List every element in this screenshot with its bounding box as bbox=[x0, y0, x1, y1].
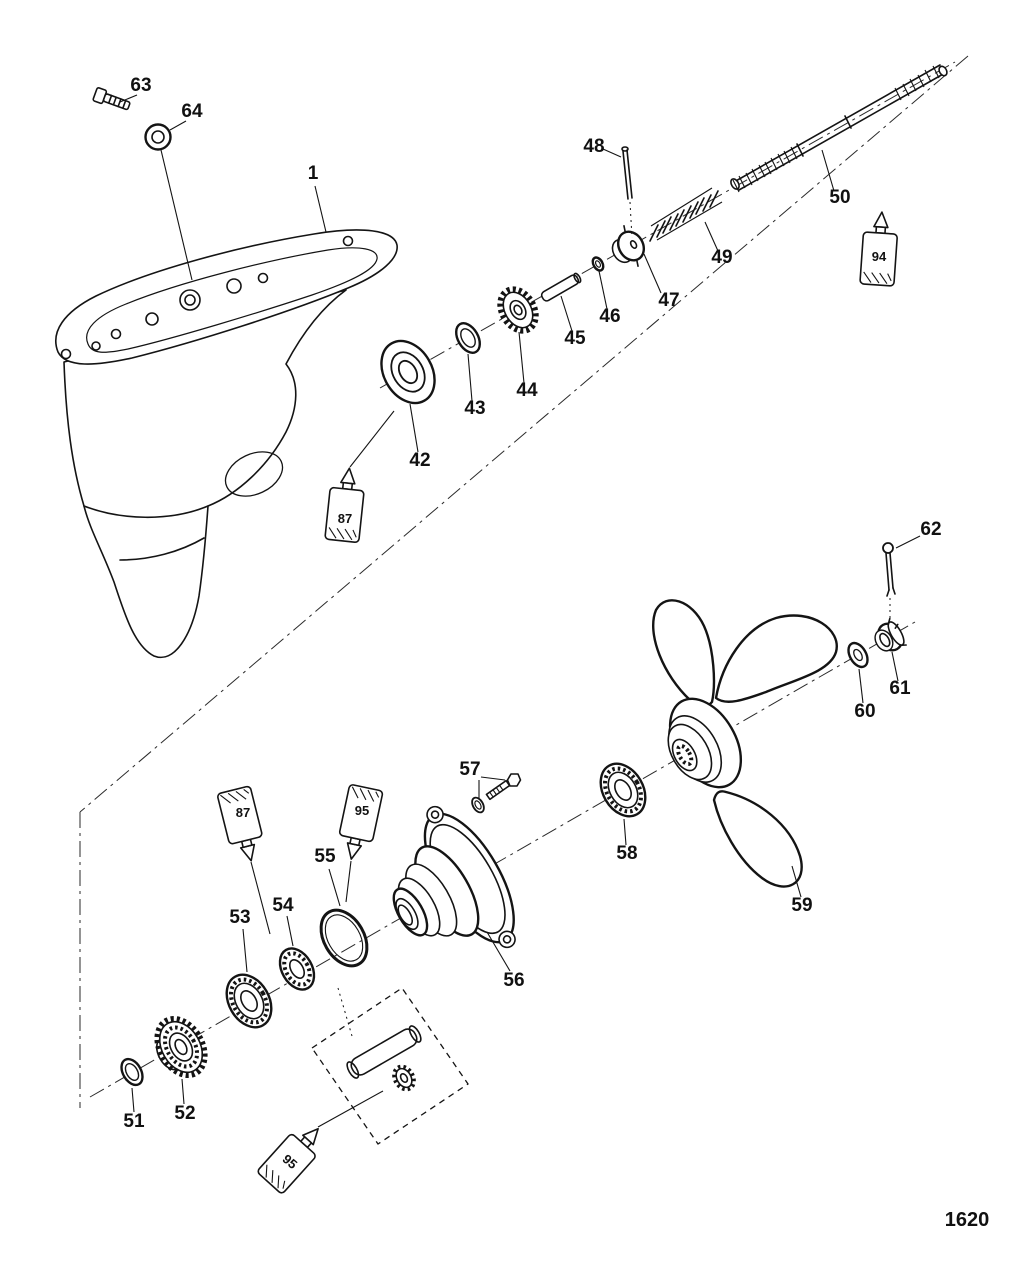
callout-55: 55 bbox=[314, 846, 336, 867]
washer-46 bbox=[591, 256, 605, 272]
bearing-carrier-56 bbox=[392, 805, 516, 949]
pinion-gear-44 bbox=[497, 286, 539, 334]
shaft-45 bbox=[540, 272, 582, 302]
callout-48: 48 bbox=[583, 136, 604, 157]
callout-54: 54 bbox=[272, 895, 294, 916]
propeller-59 bbox=[652, 599, 838, 888]
callout-49: 49 bbox=[711, 247, 732, 268]
tube-label-94: 94 bbox=[872, 249, 887, 264]
washer-51 bbox=[120, 1057, 144, 1087]
spring-49 bbox=[649, 187, 723, 242]
callout-45: 45 bbox=[564, 328, 586, 349]
grommet-64 bbox=[144, 123, 172, 151]
forward-gear-52 bbox=[154, 1015, 208, 1079]
inset-box bbox=[311, 987, 469, 1145]
callout-59: 59 bbox=[791, 895, 812, 916]
gear-housing bbox=[55, 229, 398, 659]
clutch-47 bbox=[611, 225, 646, 267]
callout-62: 62 bbox=[920, 519, 941, 540]
callout-64: 64 bbox=[181, 101, 203, 122]
callout-46: 46 bbox=[599, 306, 620, 327]
washer-60 bbox=[847, 641, 869, 669]
callout-60: 60 bbox=[854, 701, 875, 722]
callout-61: 61 bbox=[889, 678, 911, 699]
callout-44: 44 bbox=[516, 380, 538, 401]
grease-tube-87-lower bbox=[217, 785, 263, 862]
cotter-pin-62 bbox=[882, 542, 896, 597]
callout-47: 47 bbox=[658, 290, 679, 311]
callout-labels: 63 64 1 48 50 49 47 46 45 44 43 42 62 61… bbox=[123, 75, 989, 1231]
page-number: 1620 bbox=[945, 1209, 990, 1231]
callout-51: 51 bbox=[123, 1111, 145, 1132]
tube-label-95-mid: 95 bbox=[355, 803, 369, 818]
bearing-42 bbox=[380, 339, 436, 405]
grease-tube-95-bottom bbox=[257, 1127, 319, 1194]
callout-43: 43 bbox=[464, 398, 485, 419]
sealant-tube-94 bbox=[859, 211, 898, 287]
bolt-63 bbox=[92, 87, 131, 111]
leader-lines bbox=[119, 94, 921, 1128]
bolt-57 bbox=[471, 773, 522, 814]
grease-tube-87-upper bbox=[324, 467, 365, 544]
shim-43 bbox=[455, 322, 481, 354]
callout-52: 52 bbox=[174, 1103, 195, 1124]
driveshaft-50 bbox=[730, 64, 948, 193]
callout-53: 53 bbox=[229, 907, 250, 928]
callout-1: 1 bbox=[308, 163, 319, 184]
callout-63: 63 bbox=[130, 75, 151, 96]
callout-56: 56 bbox=[503, 970, 524, 991]
thrust-hub-58 bbox=[599, 762, 647, 818]
o-ring-55 bbox=[319, 908, 369, 968]
callout-57: 57 bbox=[459, 759, 480, 780]
tube-label-87-lower: 87 bbox=[236, 805, 250, 820]
grease-tube-95-mid bbox=[338, 784, 384, 860]
callout-42: 42 bbox=[409, 450, 430, 471]
callout-50: 50 bbox=[829, 187, 850, 208]
bearing-54 bbox=[278, 947, 316, 991]
tube-label-87-upper: 87 bbox=[338, 511, 352, 526]
prop-nut-61 bbox=[874, 617, 907, 652]
bearing-53 bbox=[225, 973, 273, 1029]
pin-48 bbox=[621, 146, 633, 200]
callout-58: 58 bbox=[616, 843, 637, 864]
centerlines bbox=[79, 55, 969, 1108]
